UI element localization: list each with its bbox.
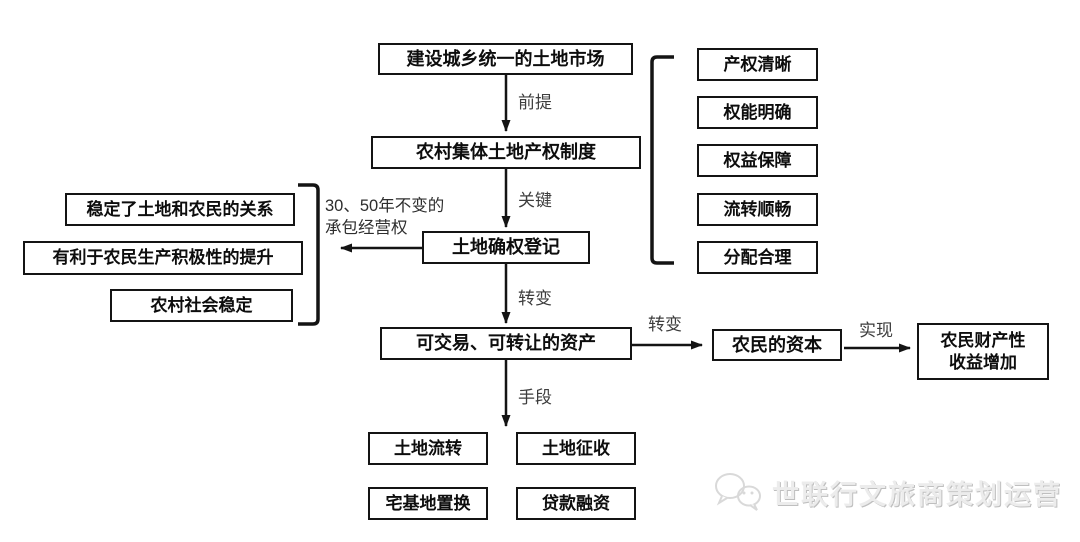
- node-means-3: 宅基地置换: [368, 487, 488, 520]
- edge-label-contract-note: 30、50年不变的 承包经营权: [325, 197, 445, 238]
- edge-label-realize: 实现: [859, 321, 893, 340]
- edge-label-means: 手段: [518, 388, 552, 407]
- node-property-system: 农村集体土地产权制度: [371, 136, 641, 169]
- node-means-1: 土地流转: [368, 432, 488, 465]
- watermark-text: 世联行文旅商策划运营: [772, 479, 1062, 510]
- node-effect-1: 稳定了土地和农民的关系: [65, 193, 295, 226]
- node-registration: 土地确权登记: [422, 231, 590, 264]
- node-feature-2: 权能明确: [697, 96, 818, 129]
- edge-label-transform-right: 转变: [648, 315, 682, 334]
- node-means-2: 土地征收: [516, 432, 636, 465]
- watermark: 世联行文旅商策划运营: [712, 470, 1062, 514]
- edge-label-key: 关键: [518, 191, 552, 210]
- node-means-4: 贷款融资: [516, 487, 636, 520]
- node-farmer-capital: 农民的资本: [712, 329, 842, 361]
- node-build-market: 建设城乡统一的土地市场: [378, 43, 633, 75]
- node-feature-4: 流转顺畅: [697, 193, 818, 226]
- node-tradable-asset: 可交易、可转让的资产: [380, 327, 632, 360]
- bracket-features: [650, 55, 674, 265]
- node-property-income: 农民财产性 收益增加: [917, 323, 1049, 380]
- node-effect-3: 农村社会稳定: [110, 289, 293, 322]
- edge-label-transform-down: 转变: [518, 289, 552, 308]
- wechat-icon: [715, 473, 761, 511]
- edge-label-premise: 前提: [518, 93, 552, 112]
- node-feature-1: 产权清晰: [697, 48, 818, 81]
- bracket-effects: [298, 183, 320, 326]
- node-feature-3: 权益保障: [697, 144, 818, 177]
- node-feature-5: 分配合理: [697, 241, 818, 274]
- node-effect-2: 有利于农民生产积极性的提升: [23, 241, 303, 275]
